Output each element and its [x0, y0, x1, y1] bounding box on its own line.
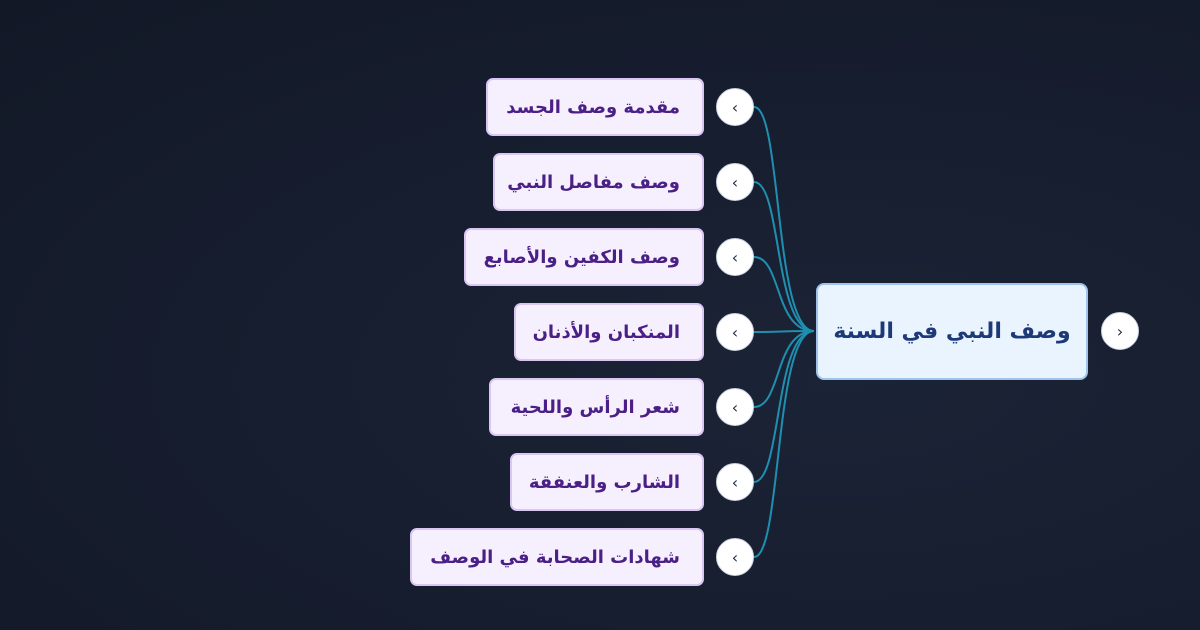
child-node[interactable]: مقدمة وصف الجسد [486, 78, 704, 136]
chevron-left-icon: ‹ [731, 547, 739, 567]
chevron-left-icon: ‹ [731, 247, 739, 267]
chevron-left-icon: ‹ [731, 472, 739, 492]
child-node-label: شعر الرأس واللحية [510, 396, 680, 418]
child-expand-toggle[interactable]: ‹ [716, 313, 754, 351]
chevron-left-icon: ‹ [731, 172, 739, 192]
child-node-label: الشارب والعنفقة [528, 471, 680, 493]
child-node[interactable]: وصف مفاصل النبي [493, 153, 704, 211]
child-node-label: وصف الكفين والأصابع [483, 246, 680, 268]
connector-line [753, 330, 815, 333]
chevron-left-icon: ‹ [731, 397, 739, 417]
child-node[interactable]: المنكبان والأذنان [514, 303, 704, 361]
connector-line [753, 181, 815, 332]
chevron-left-icon: ‹ [731, 322, 739, 342]
connector-line [753, 256, 815, 332]
child-node-label: مقدمة وصف الجسد [506, 96, 680, 118]
connector-line [753, 106, 815, 332]
child-node-label: وصف مفاصل النبي [507, 171, 680, 193]
root-node[interactable]: وصف النبي في السنة [816, 283, 1088, 380]
connector-line [753, 330, 815, 483]
chevron-right-icon: › [1116, 321, 1124, 341]
child-expand-toggle[interactable]: ‹ [716, 463, 754, 501]
child-expand-toggle[interactable]: ‹ [716, 88, 754, 126]
root-collapse-toggle[interactable]: › [1101, 312, 1139, 350]
child-node-label: شهادات الصحابة في الوصف [430, 546, 680, 568]
child-expand-toggle[interactable]: ‹ [716, 388, 754, 426]
child-expand-toggle[interactable]: ‹ [716, 538, 754, 576]
child-node[interactable]: شهادات الصحابة في الوصف [410, 528, 704, 586]
root-node-label: وصف النبي في السنة [833, 319, 1071, 344]
child-expand-toggle[interactable]: ‹ [716, 238, 754, 276]
child-expand-toggle[interactable]: ‹ [716, 163, 754, 201]
chevron-left-icon: ‹ [731, 97, 739, 117]
child-node[interactable]: الشارب والعنفقة [510, 453, 704, 511]
child-node[interactable]: وصف الكفين والأصابع [464, 228, 704, 286]
connector-line [753, 330, 815, 408]
connector-line [753, 330, 815, 558]
child-node-label: المنكبان والأذنان [532, 321, 680, 343]
child-node[interactable]: شعر الرأس واللحية [489, 378, 704, 436]
